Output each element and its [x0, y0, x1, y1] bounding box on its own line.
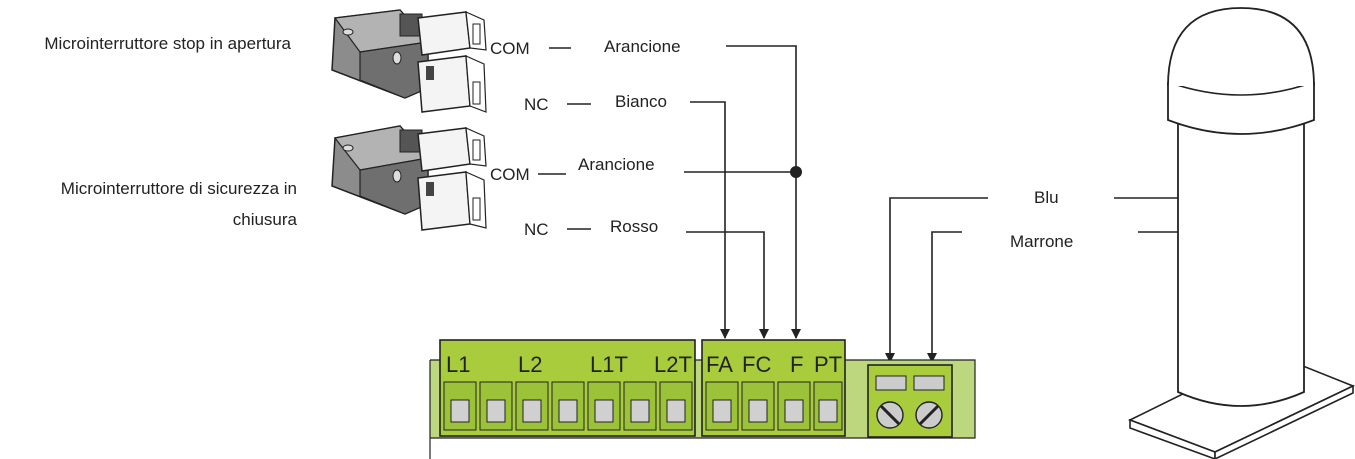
- switch2-nc-label: NC: [524, 220, 549, 239]
- terminal-label-l1t: L1T: [590, 352, 628, 377]
- terminal-label-l1: L1: [446, 352, 470, 377]
- wire-blu-to-terminal: [885, 197, 988, 363]
- wire-rosso-to-fc: [686, 231, 769, 339]
- terminal-block-lamp: [867, 364, 953, 438]
- control-board: L1 L2 L1T L2T FA FC F PT: [429, 339, 976, 459]
- switch1-nc-wire-color: Bianco: [615, 92, 667, 111]
- switch2-com-wire-color: Arancione: [578, 155, 655, 174]
- bollard-illustration: [1127, 7, 1355, 459]
- lamp-wire-blu-label: Blu: [1034, 188, 1059, 207]
- switch1-nc-label: NC: [524, 95, 549, 114]
- terminal-block-mid: FA FC F PT: [701, 339, 846, 437]
- lamp-wire-marrone-label: Marrone: [1010, 232, 1073, 251]
- caption-switch-safety-line1: Microinterruttore di sicurezza in: [61, 179, 297, 198]
- wire-bianco-to-fa: [690, 101, 730, 339]
- wire-arancione-to-f: [726, 45, 801, 339]
- screw-icon: [915, 401, 943, 429]
- terminal-slots-left: [443, 381, 693, 431]
- caption-switch-safety-line2: chiusura: [233, 210, 298, 229]
- wire-junction-dot: [790, 166, 802, 178]
- microswitch-safety-illustration: [331, 125, 487, 231]
- wire-marrone-to-terminal: [927, 231, 962, 363]
- switch1-com-label: COM: [490, 39, 530, 58]
- terminal-label-l2t: L2T: [654, 352, 692, 377]
- screw-icon: [876, 401, 904, 429]
- caption-switch-open: Microinterruttore stop in apertura: [44, 34, 291, 53]
- terminal-label-l2: L2: [518, 352, 542, 377]
- switch2-com-label: COM: [490, 165, 530, 184]
- terminal-block-left: L1 L2 L1T L2T: [439, 339, 696, 437]
- terminal-label-fc: FC: [742, 352, 771, 377]
- switch1-com-wire-color: Arancione: [604, 37, 681, 56]
- terminal-label-pt: PT: [814, 352, 842, 377]
- switch2-nc-wire-color: Rosso: [610, 217, 658, 236]
- microswitch-open-illustration: [331, 9, 487, 113]
- terminal-label-f: F: [790, 352, 803, 377]
- terminal-label-fa: FA: [706, 352, 733, 377]
